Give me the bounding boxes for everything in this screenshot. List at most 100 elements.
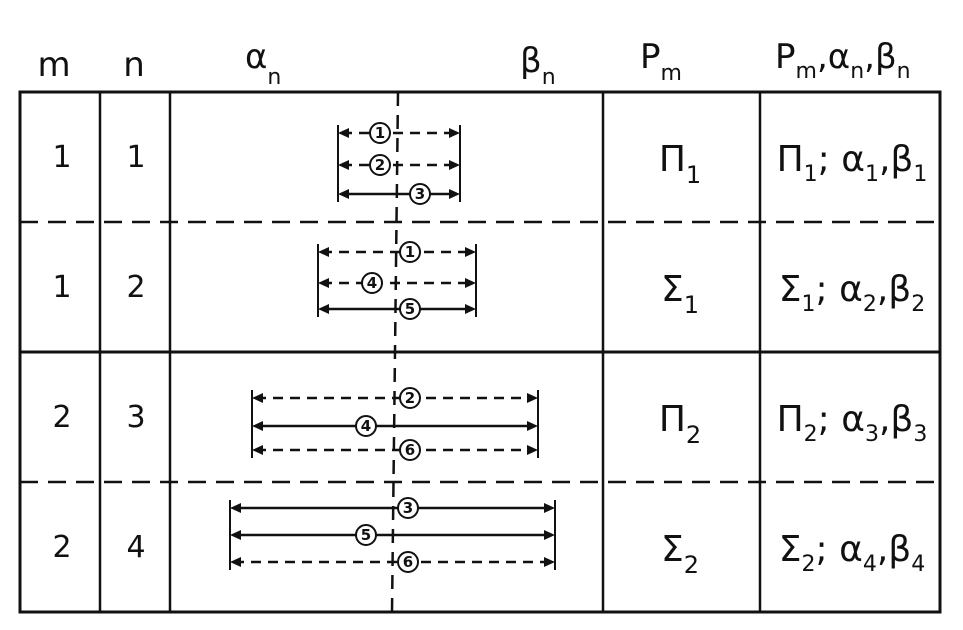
circled-number-icon	[355, 415, 377, 437]
cell-combo-part-6: β	[888, 529, 911, 570]
cell-combo-part-7: 1	[913, 162, 927, 187]
arrowhead-right-icon	[465, 278, 476, 288]
cell-combo-part-5: ,	[877, 529, 888, 570]
cell-combo-part-5: ,	[879, 139, 890, 180]
header-combo: Pm,αn,βn	[775, 37, 911, 84]
header-beta: βn	[520, 41, 556, 90]
cell-p: Σ2	[661, 529, 699, 579]
cell-m: 2	[52, 530, 71, 565]
arrowhead-right-icon	[527, 445, 538, 455]
cell-p-part-1: 2	[684, 551, 699, 579]
header-combo-alpha-sub: n	[850, 59, 864, 84]
cell-combo-part-3: α	[841, 399, 865, 440]
cell-combo-part-1: 2	[802, 552, 816, 577]
circled-number-label: 1	[405, 243, 415, 261]
arrowhead-left-icon	[318, 278, 329, 288]
circled-number-icon	[369, 154, 391, 176]
header-p-sub: m	[661, 61, 682, 86]
cell-combo-part-2: ;	[816, 269, 840, 310]
cell-p-part-1: 1	[686, 161, 701, 189]
cell-p-part-1: 2	[686, 421, 701, 449]
cell-combo-part-2: ;	[816, 529, 840, 570]
cell-combo-part-7: 2	[911, 292, 925, 317]
range-bar: 2	[252, 387, 538, 409]
cell-p-part-0: Σ	[661, 269, 684, 310]
cell-combo-part-3: α	[841, 139, 865, 180]
cell-combo-part-4: 2	[863, 292, 877, 317]
header-p: Pm	[640, 37, 682, 86]
circled-number-label: 1	[375, 124, 385, 142]
header-alpha-sub: n	[267, 65, 281, 90]
range-bar: 3	[230, 497, 555, 519]
circled-number-label: 6	[403, 553, 413, 571]
cell-combo-part-0: Σ	[779, 529, 802, 570]
cell-m-part-0: 2	[52, 400, 71, 435]
cell-combo-part-0: Σ	[779, 269, 802, 310]
table-frame	[18, 90, 942, 614]
header-combo-beta: ,β	[864, 37, 897, 77]
cell-combo-part-4: 3	[865, 422, 879, 447]
header-n: n	[123, 45, 145, 85]
arrowhead-right-icon	[527, 393, 538, 403]
arrowhead-left-icon	[318, 304, 329, 314]
range-bar: 1	[338, 122, 460, 144]
header-combo-alpha: ,α	[817, 37, 850, 77]
circled-number-icon	[399, 298, 421, 320]
center-axis	[390, 91, 400, 613]
cell-combo: Σ1; α2,β2	[779, 269, 926, 317]
arrowhead-left-icon	[230, 557, 241, 567]
arrowhead-left-icon	[338, 160, 349, 170]
cell-p-part-0: Π	[659, 399, 686, 440]
header-alpha-symbol: α	[245, 37, 267, 77]
cell-combo-part-4: 1	[865, 162, 879, 187]
arrowhead-right-icon	[544, 557, 555, 567]
header-m: m	[37, 45, 70, 85]
cell-m-part-0: 1	[52, 270, 71, 305]
circled-number-label: 2	[405, 389, 415, 407]
header-combo-p: P	[775, 37, 796, 77]
range-bar: 5	[230, 524, 555, 546]
cell-combo-part-3: α	[839, 529, 863, 570]
arrowhead-right-icon	[465, 304, 476, 314]
arrowhead-right-icon	[449, 160, 460, 170]
cell-combo-part-7: 3	[913, 422, 927, 447]
arrowhead-right-icon	[465, 247, 476, 257]
cell-combo-part-0: Π	[777, 399, 804, 440]
circled-number-icon	[369, 122, 391, 144]
cell-combo: Σ2; α4,β4	[779, 529, 926, 577]
arrowhead-left-icon	[338, 128, 349, 138]
circled-number-label: 5	[405, 300, 415, 318]
arrowhead-right-icon	[527, 421, 538, 431]
circled-number-label: 4	[361, 417, 371, 435]
range-bar: 6	[230, 551, 555, 573]
cell-combo-part-2: ;	[818, 139, 842, 180]
header-beta-sub: n	[542, 65, 556, 90]
range-bar: 5	[318, 298, 476, 320]
cell-combo: Π1; α1,β1	[777, 139, 928, 187]
circled-number-label: 3	[403, 499, 413, 517]
cell-n-part-0: 3	[126, 400, 145, 435]
arrowhead-right-icon	[544, 530, 555, 540]
cell-combo-part-5: ,	[877, 269, 888, 310]
arrowhead-right-icon	[449, 189, 460, 199]
cell-n-part-0: 2	[126, 270, 145, 305]
circled-number-label: 4	[367, 274, 377, 292]
header-beta-symbol: β	[520, 41, 542, 81]
cell-combo-part-6: β	[888, 269, 911, 310]
cell-combo-part-0: Π	[777, 139, 804, 180]
cell-combo-part-2: ;	[818, 399, 842, 440]
cell-m: 1	[52, 140, 71, 175]
header-combo-p-sub: m	[796, 59, 817, 84]
circled-number-icon	[355, 524, 377, 546]
cell-n-part-0: 4	[126, 530, 145, 565]
circled-number-icon	[399, 439, 421, 461]
header-combo-beta-sub: n	[897, 59, 911, 84]
cell-p: Σ1	[661, 269, 699, 319]
cell-p-part-1: 1	[684, 291, 699, 319]
cell-m: 1	[52, 270, 71, 305]
